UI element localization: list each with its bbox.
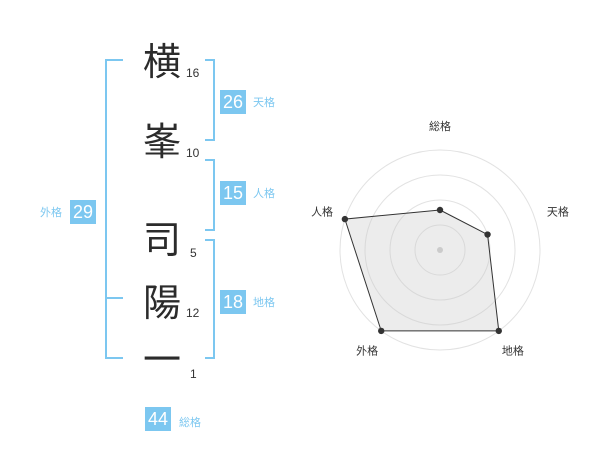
name-char-1: 横: [142, 40, 181, 84]
radar-polygon: [344, 209, 500, 332]
radar-axis-label-5: 人格: [311, 205, 333, 219]
stroke-count-3: 5: [190, 246, 197, 260]
tenkaku-bracket: [205, 59, 215, 141]
soukaku-label: 総格: [179, 416, 201, 429]
jinkaku-value-badge: 15: [220, 181, 247, 205]
radar-point-5: [341, 215, 349, 223]
radar-point-2: [484, 231, 491, 238]
jinkaku-bracket: [205, 159, 215, 231]
name-char-4: 陽: [142, 281, 181, 325]
radar-center-dot: [437, 247, 443, 253]
tenkaku-value-badge: 26: [220, 90, 247, 114]
tenkaku-label: 天格: [253, 96, 275, 109]
chikaku-value-badge: 18: [220, 290, 247, 314]
name-char-5: 一: [142, 338, 181, 382]
stroke-count-5: 1: [190, 367, 197, 381]
radar-ring: [414, 224, 466, 276]
stroke-count-1: 16: [186, 66, 200, 80]
name-char-2: 峯: [142, 120, 181, 164]
radar-point-3: [495, 327, 502, 335]
chikaku-label: 地格: [253, 296, 275, 309]
soukaku-value-badge: 44: [145, 407, 172, 431]
radar-axis-label-1: 総格: [429, 119, 451, 133]
jinkaku-label: 人格: [253, 187, 275, 200]
radar-point-1: [436, 206, 444, 214]
stroke-count-2: 10: [186, 146, 200, 160]
radar-ring: [339, 149, 541, 351]
radar-point-4: [378, 327, 385, 335]
radar-axis-label-4: 外格: [356, 343, 378, 357]
name-char-3: 司: [142, 218, 181, 262]
gaikaku-bracket: [105, 59, 123, 359]
chikaku-bracket: [205, 239, 215, 359]
radar-ring: [364, 174, 516, 326]
radar-axis-label-3: 地格: [502, 343, 524, 357]
radar-axis-label-2: 天格: [547, 205, 569, 219]
radar-ring: [389, 199, 491, 301]
gaikaku-value-badge: 29: [70, 200, 97, 224]
gaikaku-label: 外格: [40, 206, 62, 219]
stroke-count-4: 12: [186, 306, 200, 320]
